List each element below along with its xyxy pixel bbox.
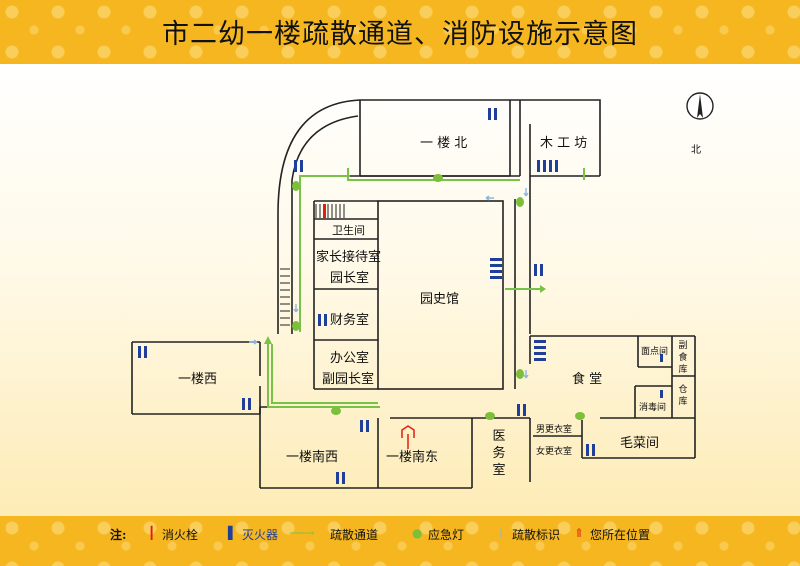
route-arrow-icon: ──→ <box>290 526 315 540</box>
legend-you-are-here: 您所在位置 <box>590 528 651 542</box>
room-toilet: 卫生间 <box>332 224 365 237</box>
room-director: 园长室 <box>330 271 370 286</box>
legend-light: 应急灯 <box>428 528 465 542</box>
sign-icon: ↓ <box>496 526 507 540</box>
hydrant-icon: ┃ <box>148 526 156 540</box>
compass-label: 北 <box>691 145 701 156</box>
room-reception: 家长接待室 <box>316 250 382 265</box>
evacuation-signs <box>249 188 529 379</box>
room-vegetable: 毛菜间 <box>620 436 660 451</box>
room-office: 办公室 <box>330 351 370 366</box>
page-title: 市二幼一楼疏散通道、消防设施示意图 <box>162 19 638 50</box>
room-clinic: 医务室 <box>492 429 506 478</box>
room-vice-director: 副园长室 <box>322 372 375 387</box>
room-south-west: 一楼南西 <box>286 450 339 465</box>
room-west: 一楼西 <box>178 372 218 387</box>
legend-sign: 疏散标识 <box>512 528 561 542</box>
room-disinfection: 消毒间 <box>639 403 667 413</box>
room-female-locker: 女更衣室 <box>536 447 573 457</box>
hydrants <box>323 204 415 449</box>
legend-extinguisher: 灭火器 <box>242 528 279 542</box>
room-sub-store: 副食库 <box>678 341 688 375</box>
walls <box>131 99 696 489</box>
room-history: 园史馆 <box>420 292 460 307</box>
room-north: 一 楼 北 <box>420 136 468 151</box>
legend-hydrant: 消火栓 <box>162 528 199 542</box>
location-icon: ⇑ <box>574 526 585 540</box>
legend-band <box>0 516 800 566</box>
evacuation-route <box>267 168 585 408</box>
staircases <box>280 204 345 326</box>
room-south-east: 一楼南东 <box>386 450 439 465</box>
legend-heading: 注: <box>110 528 127 542</box>
extinguisher-icon: ▌ <box>228 526 238 540</box>
room-male-locker: 男更衣室 <box>536 425 573 435</box>
header-band <box>0 0 800 64</box>
room-pastry: 面点间 <box>641 347 669 357</box>
extinguishers <box>138 108 663 484</box>
route-arrowheads <box>264 285 546 344</box>
light-icon: ● <box>412 526 423 540</box>
compass <box>686 92 714 120</box>
floor-plan-drawing <box>131 92 714 489</box>
room-carpentry: 木 工 坊 <box>540 136 588 151</box>
room-warehouse: 仓库 <box>678 385 688 407</box>
room-finance: 财务室 <box>330 313 370 328</box>
legend-route: 疏散通道 <box>330 528 379 542</box>
emergency-lights <box>292 174 585 420</box>
room-canteen: 食 堂 <box>572 372 603 387</box>
floor-plan: 一 楼 北 木 工 坊 卫生间 家长接待室 园长室 财务室 办公室 副园长室 园… <box>0 64 800 516</box>
